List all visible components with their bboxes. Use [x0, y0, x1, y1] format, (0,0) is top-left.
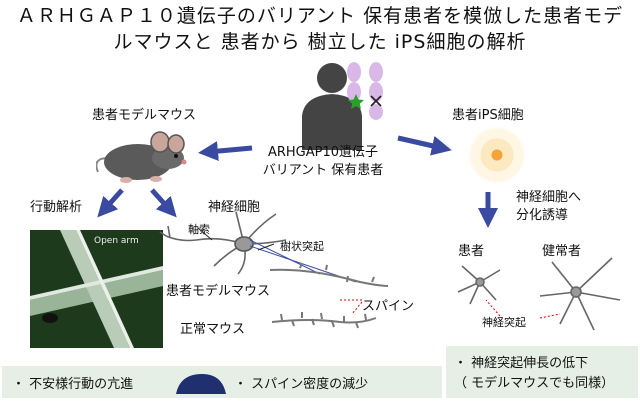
- neuron-label: 神経細胞: [208, 200, 261, 215]
- spine-label: スパイン: [362, 299, 415, 314]
- neurite-label: 神経突起: [482, 316, 526, 329]
- dendrite-label: 樹状突起: [280, 240, 324, 253]
- model-mouse-dendrite: [269, 262, 389, 287]
- arrow-to-ips: [397, 135, 452, 156]
- maze-wall: [30, 266, 163, 300]
- title-line-1: ＡＲＨＧＡＰ１０遺伝子のバリアント 保有患者を模倣した患者モデ: [16, 5, 624, 27]
- arrow-to-mouse: [198, 141, 253, 162]
- patient-ips-neuron-drawing: [457, 265, 501, 305]
- mouse-silhouette-icon: [176, 374, 226, 394]
- elevated-plus-maze-image: Open arm: [30, 230, 163, 348]
- title-line-2: ルマウスと 患者から 樹立した iPS細胞の解析: [113, 31, 527, 53]
- mutation-star-icon: [348, 94, 364, 109]
- arrow-to-behavior: [97, 188, 124, 218]
- patient-head: [317, 63, 347, 93]
- mouse-foot: [120, 177, 132, 183]
- maze-mouse: [42, 313, 58, 323]
- finding-same-in-mouse: （ モデルマウスでも同様）: [454, 376, 615, 391]
- ips-cell-icon: [468, 126, 526, 184]
- mouse-nose: [181, 159, 187, 165]
- ips-findings-box: ・ 神経突起伸長の低下 （ モデルマウスでも同様）: [446, 346, 638, 398]
- maze-wall-2: [76, 230, 134, 348]
- maze-drawing: [30, 230, 163, 348]
- maze-open-arm-label: Open arm: [94, 236, 139, 246]
- patient-neuron-label: 患者: [458, 244, 485, 259]
- mouse-ear-2: [167, 134, 185, 154]
- spine-pointer-2: [351, 301, 363, 315]
- ips-label: 患者iPS細胞: [452, 108, 524, 123]
- healthy-neuron-label: 健常者: [542, 244, 582, 259]
- diff-line-2: 分化誘導: [516, 208, 569, 223]
- zoom-line: [249, 239, 321, 275]
- mouse-findings-box: ・ 不安様行動の亢進 ・ スパイン密度の減少: [2, 366, 442, 398]
- neurite-pointer-2: [539, 313, 561, 319]
- arrow-to-neuron: [150, 188, 177, 218]
- behavior-label: 行動解析: [30, 200, 83, 215]
- model-mouse-neuron-label: 患者モデルマウス: [166, 284, 271, 299]
- patient-caption-line1: ARHGAP10遺伝子: [267, 145, 379, 160]
- patient-body: [302, 94, 362, 150]
- healthy-ips-neuron-drawing: [539, 257, 621, 331]
- finding-anxiety: ・ 不安様行動の亢進: [12, 377, 134, 392]
- chromosome-pair-icon: [347, 62, 383, 120]
- maze-arm-2: [60, 230, 130, 348]
- patient-caption-line2: バリアント 保有患者: [262, 163, 384, 178]
- mouse-illustration: [96, 131, 187, 183]
- diff-line-1: 神経細胞へ: [516, 190, 582, 205]
- dendrite-pointer: [257, 243, 275, 251]
- patient-figure: [302, 62, 383, 150]
- mouse-neuron-drawing: [159, 211, 287, 275]
- neurite-pointer: [485, 299, 501, 317]
- patient-caption: ARHGAP10遺伝子 バリアント 保有患者: [248, 144, 398, 180]
- mouse-eye: [174, 154, 178, 158]
- axon-pointer: [197, 227, 213, 241]
- finding-spine: ・ スパイン密度の減少: [234, 377, 369, 392]
- normal-mouse-label: 正常マウス: [180, 322, 246, 337]
- mouse-foot-2: [150, 176, 162, 182]
- finding-neurite: ・ 神経突起伸長の低下: [454, 356, 589, 371]
- model-mouse-label: 患者モデルマウス: [92, 108, 197, 123]
- normal-mouse-dendrite: [271, 312, 377, 329]
